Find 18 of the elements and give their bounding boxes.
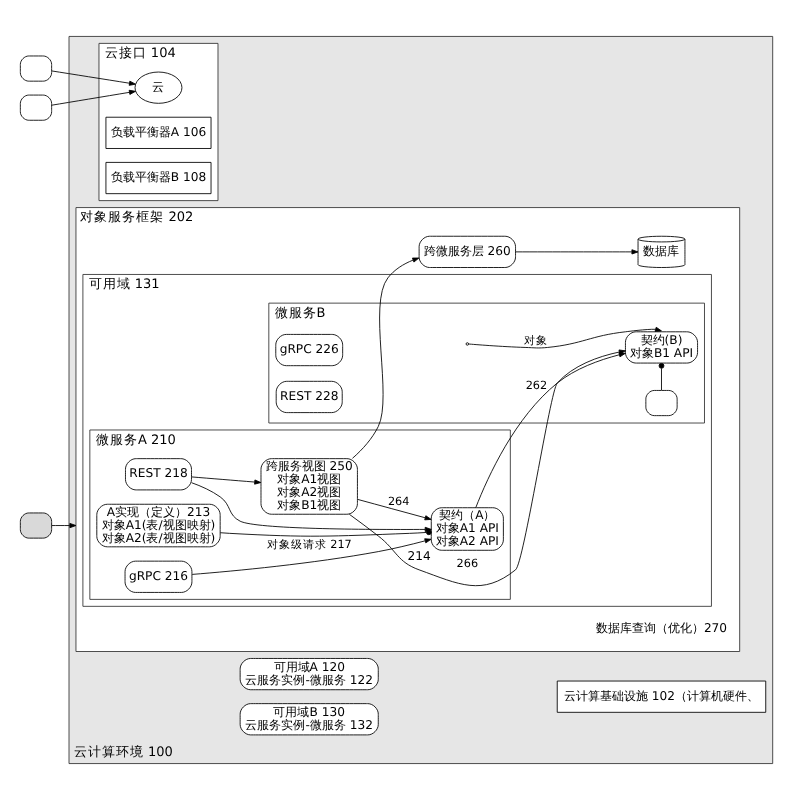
connector	[219, 529, 432, 537]
arrow	[51, 89, 136, 106]
arrow	[357, 499, 432, 521]
node-box	[645, 390, 678, 417]
arrow	[352, 257, 420, 459]
node-box	[19, 512, 53, 539]
connector	[658, 362, 665, 391]
arrow	[468, 326, 662, 349]
arrow	[191, 538, 432, 575]
arrow	[51, 522, 77, 529]
arrow	[515, 249, 639, 255]
arrow	[191, 476, 262, 485]
arrow	[51, 70, 136, 86]
node-box	[19, 94, 53, 121]
arrow	[191, 482, 432, 532]
arrow	[475, 352, 626, 509]
arrow	[348, 349, 626, 587]
node-box	[19, 55, 53, 82]
